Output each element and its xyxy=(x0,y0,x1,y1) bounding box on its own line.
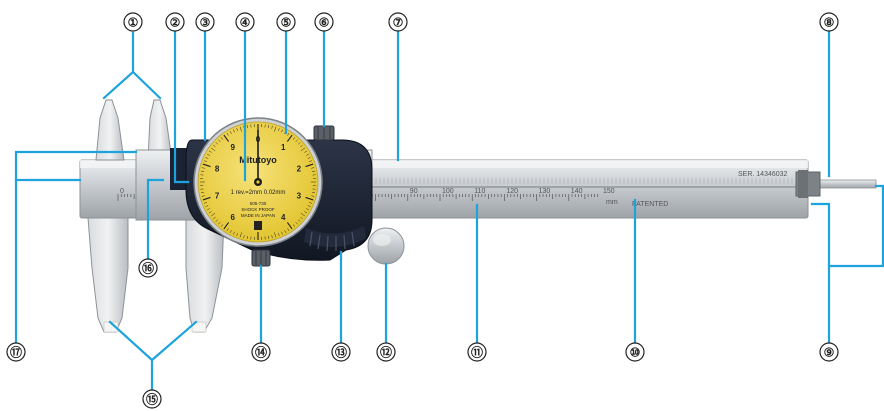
callout-3: ③ xyxy=(195,12,215,32)
svg-text:⑮: ⑮ xyxy=(146,392,158,407)
svg-text:⑤: ⑤ xyxy=(281,16,292,30)
svg-text:⑨: ⑨ xyxy=(824,346,835,360)
callout-7: ⑦ xyxy=(388,12,408,32)
scale-label: 140 xyxy=(571,188,583,195)
callout-12: ⑫ xyxy=(376,342,396,362)
fixed-outside-jaw xyxy=(87,217,129,333)
scale-label: 150 xyxy=(603,188,615,195)
fixed-inside-jaw xyxy=(95,99,125,161)
callout-9: ⑨ xyxy=(819,342,839,362)
leader-lines xyxy=(14,28,884,392)
patent-mark: PATENTED xyxy=(632,201,668,208)
svg-text:⑬: ⑬ xyxy=(335,345,347,360)
svg-text:⑫: ⑫ xyxy=(380,345,392,360)
slider: 0123456789 Mitutoyo 1 rev.=2mm 0.02mm 50… xyxy=(135,99,373,333)
bezel-clamp-screw[interactable] xyxy=(251,249,271,267)
callout-11: ⑪ xyxy=(467,342,487,362)
callout-labels: ① ② ③ ④ ⑤ ⑥ ⑦ ⑧ ⑨ ⑩ ⑪ ⑫ ⑬ ⑭ ⑮ ⑯ ⑰ xyxy=(6,12,839,409)
caliper: 0 90 100 110 120 130 140 150 xyxy=(79,99,877,333)
dial-ticks xyxy=(200,124,316,240)
svg-text:⑰: ⑰ xyxy=(10,345,22,360)
serial-number: SER. 14346032 xyxy=(738,171,788,178)
dial-number: 7 xyxy=(215,191,220,200)
svg-text:⑯: ⑯ xyxy=(142,261,154,276)
callout-1: ① xyxy=(123,12,143,32)
moving-outside-jaw xyxy=(185,219,225,333)
callout-16: ⑯ xyxy=(138,258,158,278)
thumb-roller[interactable] xyxy=(367,227,405,265)
dial-number: 2 xyxy=(297,165,302,174)
svg-text:⑩: ⑩ xyxy=(630,346,641,360)
dial-shockproof: SHOCK PROOF xyxy=(241,207,275,212)
callout-2: ② xyxy=(165,12,185,32)
dial-number: 8 xyxy=(215,165,220,174)
svg-text:⑪: ⑪ xyxy=(471,345,483,360)
dial-number: 9 xyxy=(230,143,235,152)
svg-text:③: ③ xyxy=(200,16,211,30)
svg-text:⑧: ⑧ xyxy=(824,16,835,30)
callout-13: ⑬ xyxy=(331,342,351,362)
callout-8: ⑧ xyxy=(819,12,839,32)
scale-label: 120 xyxy=(506,188,518,195)
scale-label: 0 xyxy=(120,188,124,195)
callout-14: ⑭ xyxy=(251,342,271,362)
scale-label: 90 xyxy=(410,188,418,195)
svg-text:⑭: ⑭ xyxy=(255,345,267,360)
dial-number: 3 xyxy=(297,191,302,200)
dial-number: 4 xyxy=(281,213,286,222)
scale-label: 130 xyxy=(539,188,551,195)
svg-text:⑥: ⑥ xyxy=(319,16,330,30)
dial-number: 1 xyxy=(281,143,286,152)
dial-model: 505-730 xyxy=(250,201,267,206)
callout-4: ④ xyxy=(235,12,255,32)
callout-5: ⑤ xyxy=(276,12,296,32)
svg-text:②: ② xyxy=(170,16,181,30)
callout-15: ⑮ xyxy=(142,389,162,409)
clamp-screw[interactable] xyxy=(313,125,335,141)
dial-reading: 1 rev.=2mm 0.02mm xyxy=(231,190,286,196)
callout-6: ⑥ xyxy=(314,12,334,32)
svg-text:⑦: ⑦ xyxy=(393,16,404,30)
scale-label: 110 xyxy=(474,188,485,195)
thumb-grip[interactable] xyxy=(304,226,366,252)
dial-number: 6 xyxy=(230,213,235,222)
dial-origin: MADE IN JAPAN xyxy=(241,213,275,218)
callout-10: ⑩ xyxy=(625,342,645,362)
callout-17: ⑰ xyxy=(6,342,26,362)
rack xyxy=(371,178,793,184)
scale-label: 100 xyxy=(442,188,454,195)
svg-text:④: ④ xyxy=(240,16,251,30)
svg-text:①: ① xyxy=(128,16,139,30)
unit-mark: mm xyxy=(606,199,618,206)
